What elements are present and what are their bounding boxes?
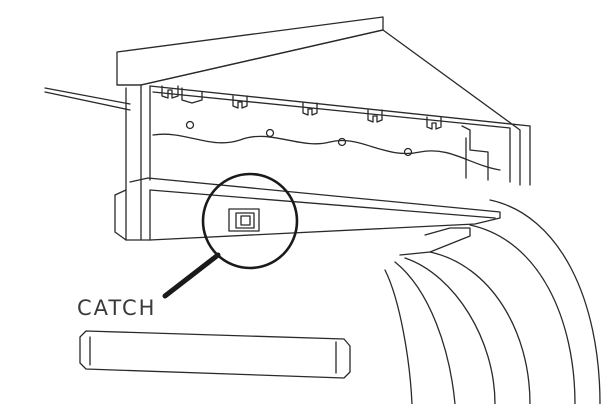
- right-drum: [384, 199, 601, 405]
- mounting-holes: [185, 120, 413, 157]
- left-vertical-post: [114, 87, 142, 241]
- catch-highlight: [162, 172, 299, 299]
- right-bracket: [461, 125, 489, 181]
- main-rail: [125, 177, 501, 256]
- top-clip-tabs: [161, 85, 442, 130]
- catch-part: [228, 208, 260, 232]
- left-angled-rod: [44, 87, 131, 111]
- upper-panel-body: [140, 29, 531, 186]
- catch-label: CATCH: [77, 296, 157, 320]
- lower-bar: [79, 330, 351, 379]
